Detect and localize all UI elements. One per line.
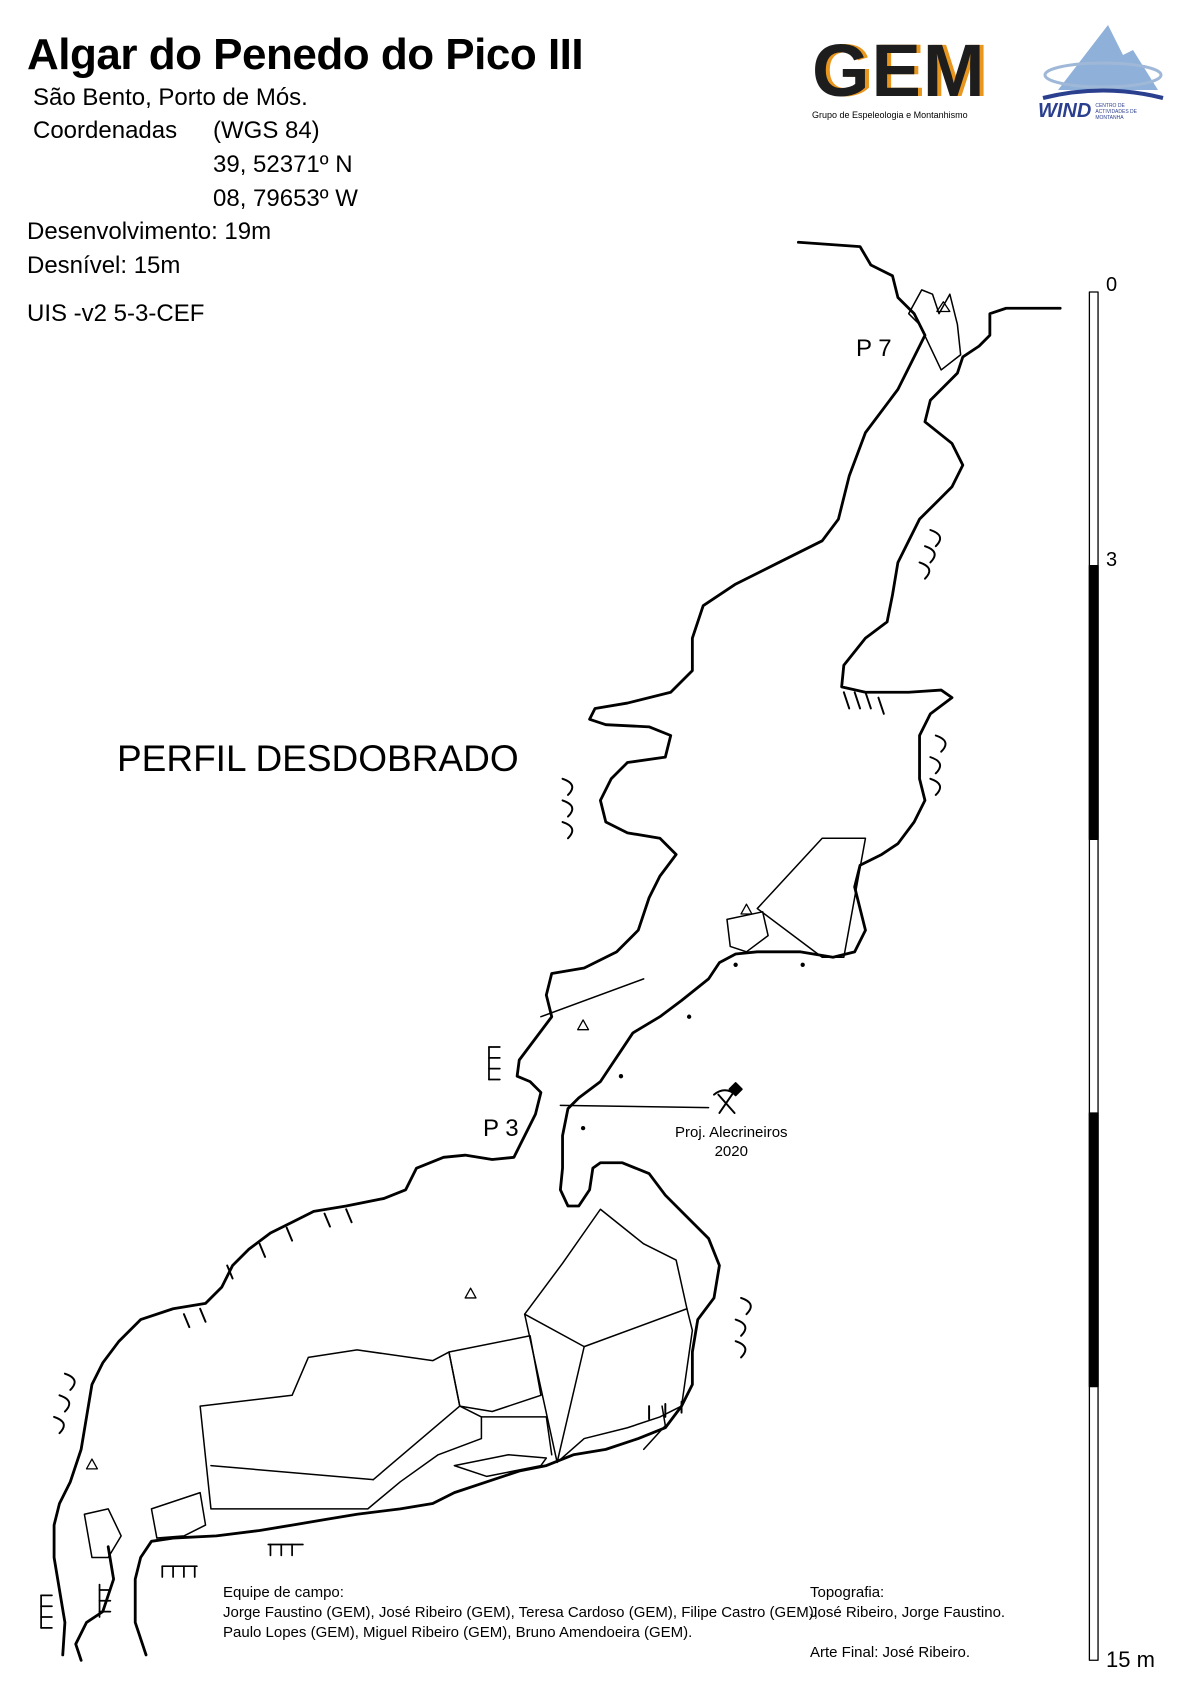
wind-logo-subtitle: CENTRO DE ACTIVIDADES DE MONTANHA [1095,102,1138,121]
blocks [83,289,962,1559]
scale-label-0: 0 [1106,274,1118,296]
datum: (WGS 84) [213,117,320,144]
latitude: 39, 52371º N [213,151,353,178]
pitch-label-p7: P 7 [856,335,892,362]
mountain-icon [1042,25,1164,100]
rope-symbols [40,1046,501,1629]
topo-heading: Topografia: [810,1584,885,1601]
view-title: PERFIL DESDOBRADO [117,738,519,779]
team-heading: Equipe de campo: [223,1584,344,1601]
breakdown-triangles [85,301,951,1470]
depth: Desnível: 15m [27,252,181,279]
cave-title: Algar do Penedo do Pico III [27,30,584,79]
gem-logo-text: GEM [812,29,987,112]
cave-walls [52,240,1062,1662]
wind-logo-text: WIND [1038,100,1092,122]
scale-label-3: 3 [1106,549,1118,571]
section-line [559,1104,710,1109]
topography-credits: Topografia: José Ribeiro, Jorge Faustino… [810,1583,1005,1663]
team-line1: Jorge Faustino (GEM), José Ribeiro (GEM)… [223,1604,818,1621]
left-wall [52,240,927,1657]
right-wall [133,306,1062,1657]
longitude: 08, 79653º W [213,185,358,212]
scale-bar [1088,291,1099,1661]
wind-logo-row: WIND CENTRO DE ACTIVIDADES DE MONTANHA [1038,100,1168,123]
pitch-label-p3: P 3 [483,1115,519,1142]
projection-annotation: Proj. Alecrineiros 2020 [675,1123,788,1161]
wall-fragment [74,1545,115,1662]
wind-logo: WIND CENTRO DE ACTIVIDADES DE MONTANHA [1038,20,1168,123]
gem-logo-subtitle: Grupo de Espeleologia e Montanhismo [812,110,968,120]
scale-label-15m: 15 m [1106,1647,1155,1672]
team-line2: Paulo Lopes (GEM), Miguel Ribeiro (GEM),… [223,1624,693,1641]
uis-classification: UIS -v2 5-3-CEF [27,300,205,327]
location: São Bento, Porto de Mós. [33,84,308,111]
annotation-line2: 2020 [714,1143,748,1160]
gem-logo: GEM Grupo de Espeleologia e Montanhismo [812,29,987,121]
development: Desenvolvimento: 19m [27,218,272,245]
field-team-credits: Equipe de campo: Jorge Faustino (GEM), J… [223,1583,818,1643]
annotation-line1: Proj. Alecrineiros [675,1124,788,1141]
topo-names: José Ribeiro, Jorge Faustino. [810,1604,1006,1621]
pickaxe-icon [713,1082,743,1114]
coordinates-label: Coordenadas [33,117,178,144]
survey-dots [580,962,805,1131]
art-credit: Arte Final: José Ribeiro. [810,1644,971,1661]
wall-texture-marks [53,529,947,1435]
